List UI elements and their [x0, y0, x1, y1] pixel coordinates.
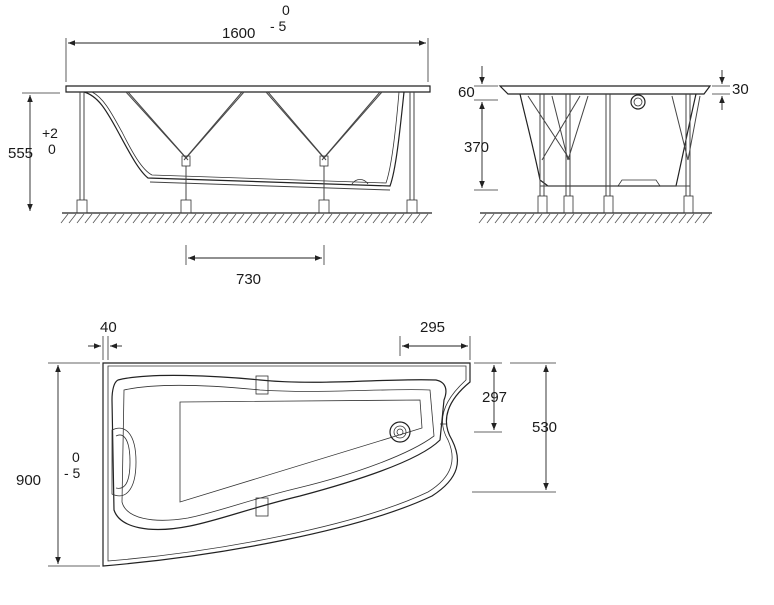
- plan-view: 40 295 900 0 - 5 297 530: [16, 319, 557, 567]
- plan-width-tol-plus: 0: [72, 449, 80, 465]
- front-length-tol-minus: - 5: [270, 18, 287, 34]
- front-length-tol-plus: 0: [282, 2, 290, 18]
- plan-corner-height: 297: [482, 389, 507, 406]
- front-height-tol-plus: +2: [42, 125, 58, 141]
- front-feet-spacing: 730: [236, 271, 261, 288]
- side-view: 60 370 30: [458, 66, 749, 224]
- side-rim-thickness: 30: [732, 81, 749, 98]
- front-height-value: 555: [8, 145, 33, 162]
- front-floor-hatch: [60, 213, 429, 224]
- front-view: 1600 0 - 5 555 +2 0 730: [8, 2, 432, 288]
- plan-right-offset: 295: [420, 319, 445, 336]
- side-frame: [527, 94, 701, 214]
- side-leg-height: 370: [464, 139, 489, 156]
- plan-width-tol-minus: - 5: [64, 465, 81, 481]
- plan-width-value: 900: [16, 472, 41, 489]
- front-length-value: 1600: [222, 25, 255, 42]
- side-floor-hatch: [478, 213, 711, 224]
- side-rim-top: 60: [458, 84, 475, 101]
- front-frame: [76, 91, 418, 214]
- front-height-tol-minus: 0: [48, 141, 56, 157]
- plan-side-height: 530: [532, 419, 557, 436]
- plan-left-offset: 40: [100, 319, 117, 336]
